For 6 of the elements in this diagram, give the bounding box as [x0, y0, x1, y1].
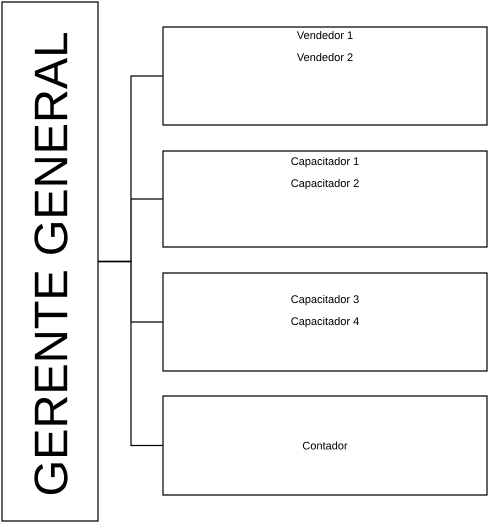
title-box: GERENTE GENERAL [1, 1, 99, 522]
role-box: Capacitador 1 Capacitador 2 [162, 150, 488, 248]
role-box: Capacitador 3 Capacitador 4 [162, 272, 488, 372]
connector-line [98, 260, 162, 446]
role-box: Vendedor 1 Vendedor 2 [162, 26, 488, 126]
role-box: Contador [162, 395, 488, 496]
